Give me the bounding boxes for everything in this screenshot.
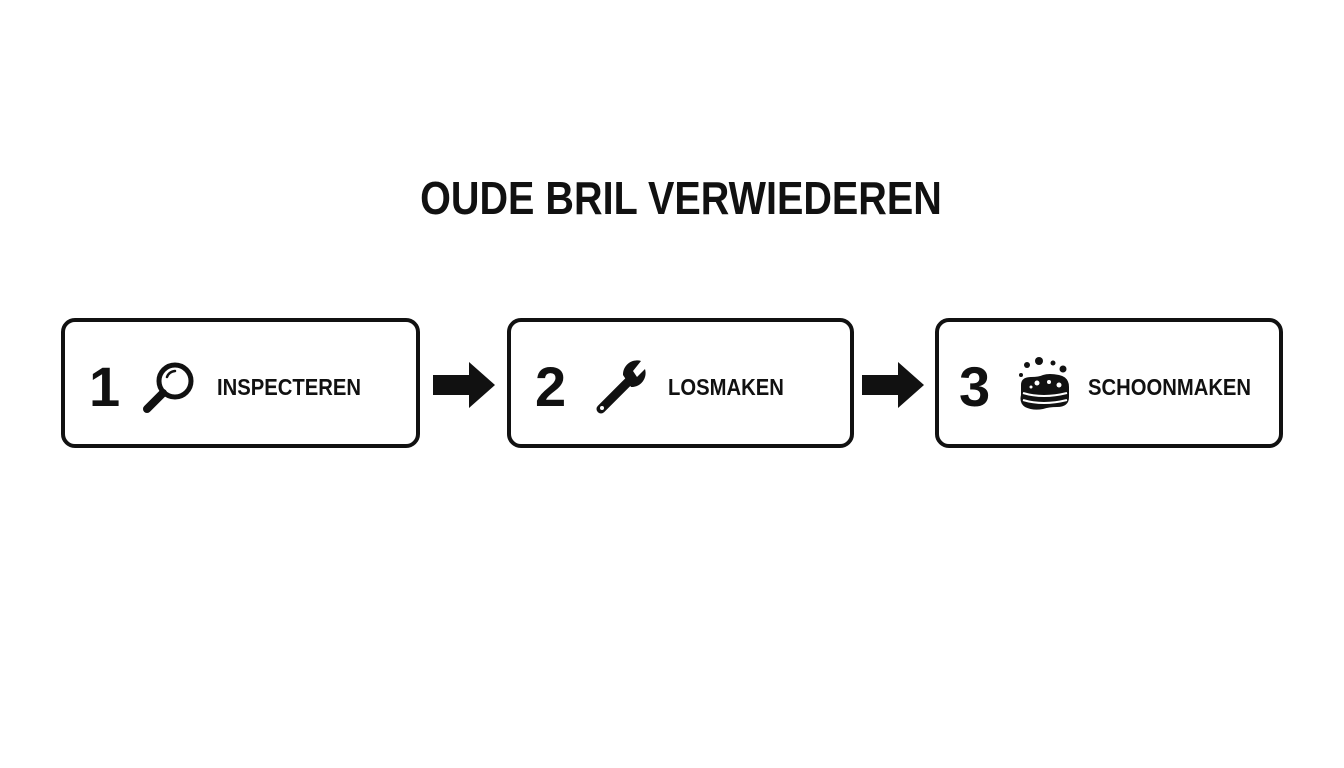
step-box-3: 3 SCHOONMAKEN [935, 318, 1283, 448]
magnifier-icon [137, 355, 201, 419]
step-box-2: 2 LOSMAKEN [507, 318, 854, 448]
step-number-2: 2 [535, 355, 567, 418]
diagram-title: OUDE BRIL VERWIEDEREN [420, 172, 942, 224]
wrench-icon [589, 355, 653, 419]
step-box-1: 1 INSPECTEREN [61, 318, 420, 448]
sponge-icon [1013, 355, 1077, 419]
step-label-1: INSPECTEREN [217, 374, 361, 400]
arrow-right-icon [860, 358, 926, 412]
step-label-3: SCHOONMAKEN [1088, 374, 1252, 400]
step-number-3: 3 [959, 355, 991, 418]
arrow-right-icon [431, 358, 497, 412]
step-label-2: LOSMAKEN [668, 374, 784, 400]
step-number-1: 1 [89, 355, 121, 418]
